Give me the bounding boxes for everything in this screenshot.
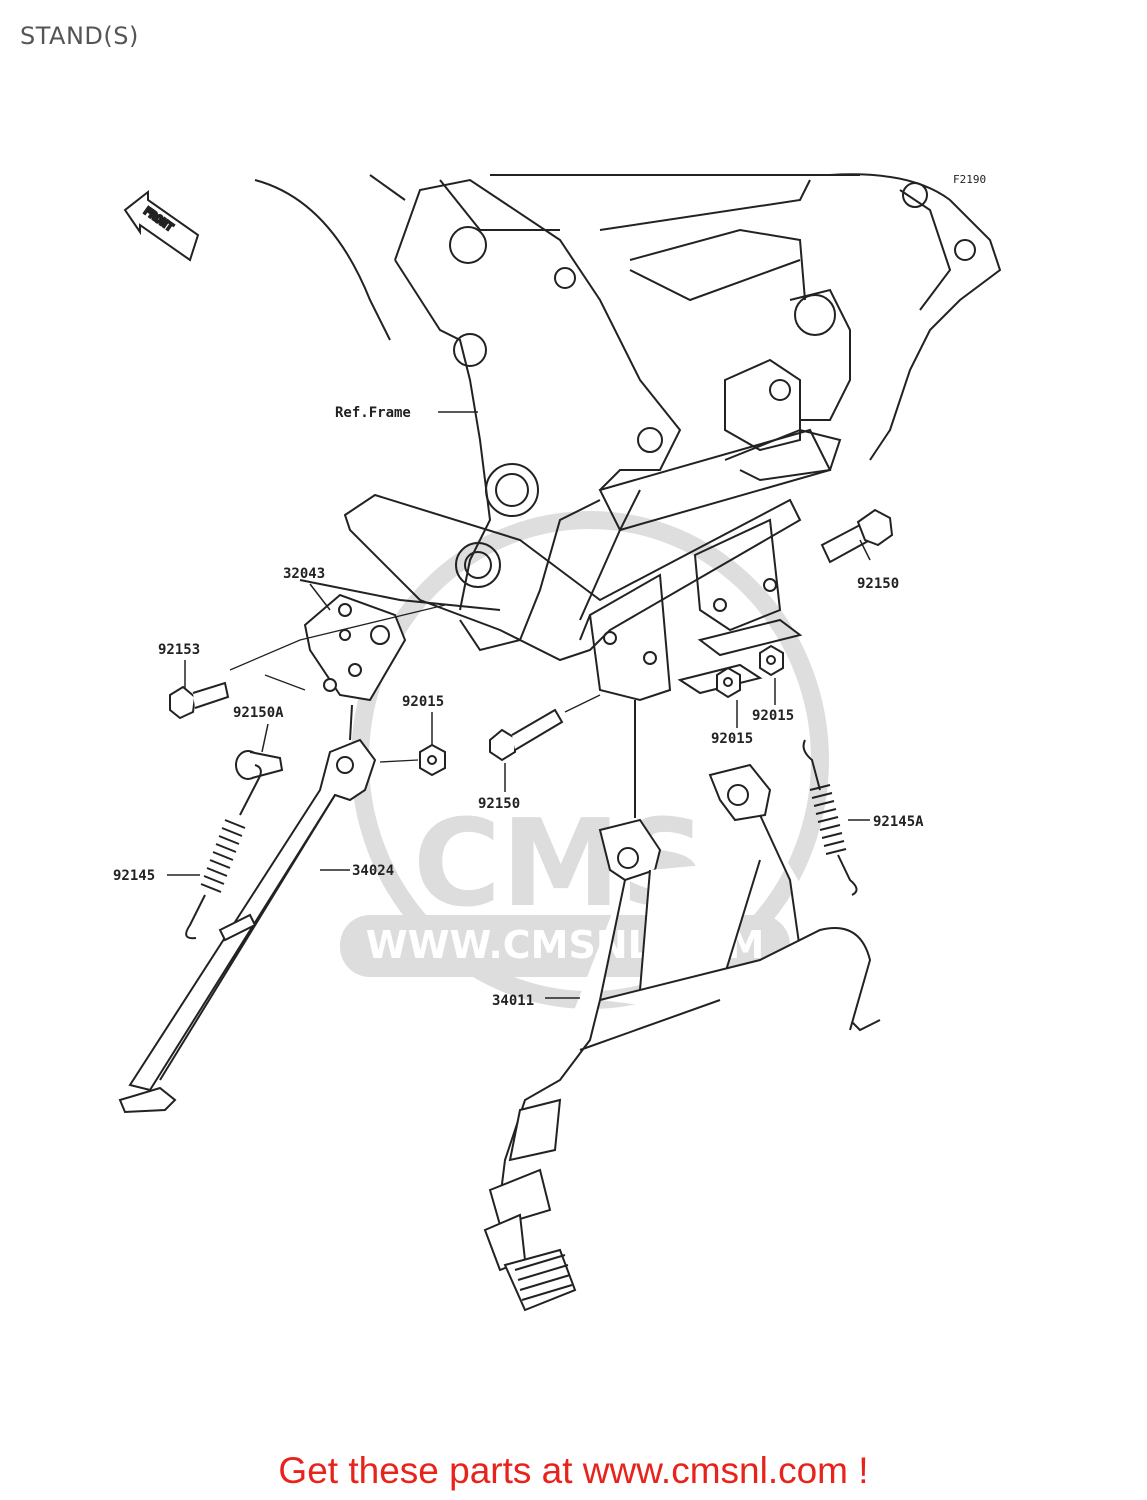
- page-title: STAND(S): [20, 22, 139, 50]
- label-92153: 92153: [158, 642, 200, 658]
- label-92145: 92145: [113, 868, 155, 884]
- parts-diagram: CMS WWW.CMSNL.COM FRONT F2190: [113, 173, 1002, 1312]
- call-to-action[interactable]: Get these parts at www.cmsnl.com !: [278, 1450, 869, 1491]
- nut-92015-center: [716, 666, 741, 699]
- label-ref-frame: Ref.Frame: [335, 405, 411, 421]
- label-92015-left: 92015: [402, 694, 444, 710]
- label-32043: 32043: [283, 566, 325, 582]
- nut-92015-right: [759, 644, 784, 677]
- bracket-32043: [303, 593, 407, 702]
- label-34011: 34011: [492, 993, 534, 1009]
- label-92015-right: 92015: [752, 708, 794, 724]
- frame-drawing: [254, 173, 1002, 702]
- pin-92150a: [235, 750, 284, 780]
- label-92145a: 92145A: [873, 814, 924, 830]
- label-92015-center: 92015: [711, 731, 753, 747]
- spring-92145a: [802, 739, 858, 896]
- front-arrow-icon: FRONT: [123, 189, 200, 262]
- label-34024: 34024: [352, 863, 394, 879]
- label-92150-right: 92150: [857, 576, 899, 592]
- bolt-92150-right: [820, 508, 894, 564]
- side-stand-34024: [118, 704, 377, 1114]
- bolt-92153: [169, 681, 230, 720]
- spring-92145: [185, 764, 262, 940]
- label-92150a: 92150A: [233, 705, 284, 721]
- figure-code: F2190: [953, 173, 986, 186]
- label-92150-center: 92150: [478, 796, 520, 812]
- nut-92015-left: [419, 743, 446, 777]
- frame-holes: [449, 182, 976, 665]
- bolt-92150-center: [489, 708, 564, 762]
- center-stand-34011: [483, 700, 881, 1312]
